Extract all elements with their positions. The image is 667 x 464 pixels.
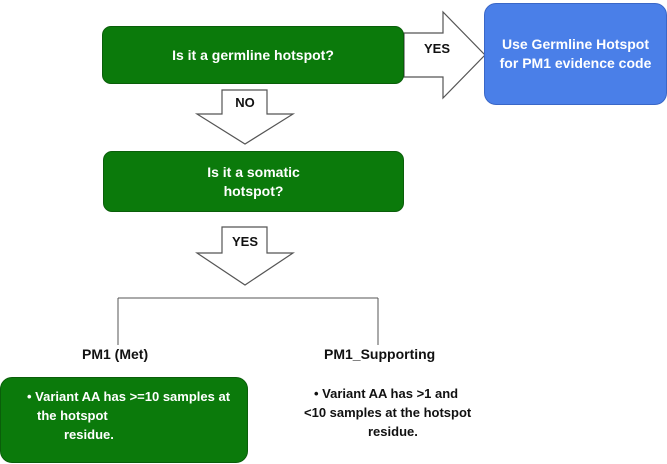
pm1-met-criteria-line-1: • Variant AA has >=10 samples at: [27, 389, 231, 404]
pm1-supporting-label: PM1_Supporting: [324, 346, 436, 362]
pm1-met-criteria: • Variant AA has >=10 samples at the hot…: [27, 388, 230, 445]
pm1-met-criteria-line-2: the hotspot: [37, 407, 108, 423]
no-arrow: [194, 89, 296, 145]
pm1-supporting-criteria-line-3: residue.: [368, 423, 418, 439]
yes-arrow: [403, 10, 486, 100]
result-line-2: for PM1 evidence code: [499, 55, 652, 71]
yes-label: YES: [423, 41, 450, 56]
no-label: NO: [235, 95, 255, 110]
pm1-supporting-criteria-line-1: • Variant AA has >1 and: [314, 386, 459, 401]
yes-down-label: YES: [231, 234, 258, 249]
pm1-met-criteria-line-3: residue.: [64, 426, 114, 442]
yes-down-arrow: [195, 226, 295, 286]
pm1-supporting-criteria: • Variant AA has >1 and <10 samples at t…: [304, 385, 471, 442]
germline-hotspot-question: Is it a germline hotspot?: [102, 26, 404, 84]
pm1-supporting-criteria-line-2: <10 samples at the hotspot: [304, 404, 472, 420]
somatic-question-line-2: hotspot?: [223, 182, 284, 199]
pm1-met-label: PM1 (Met): [82, 346, 149, 362]
result-line-1: Use Germline Hotspot: [501, 36, 650, 53]
somatic-hotspot-question: Is it a somatic hotspot?: [103, 151, 404, 212]
germline-hotspot-result: Use Germline Hotspot for PM1 evidence co…: [484, 3, 667, 105]
germline-hotspot-question-text: Is it a germline hotspot?: [172, 46, 334, 63]
somatic-question-line-1: Is it a somatic: [207, 163, 300, 180]
pm1-met-criteria-box: • Variant AA has >=10 samples at the hot…: [0, 377, 248, 463]
